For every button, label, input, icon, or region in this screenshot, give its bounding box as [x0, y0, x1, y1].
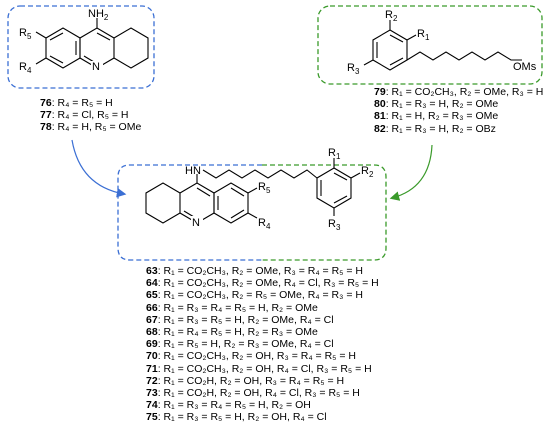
arrow-right-to-product	[389, 144, 433, 201]
product-r2-label: R2	[361, 165, 374, 179]
list-item: 68: R₁ = R₄ = R₅ = H, R₂ = R₃ = OMe	[146, 325, 318, 338]
list-item: 65: R₁ = CO₂CH₃, R₂ = R₅ = OMe, R₄ = R₃ …	[146, 289, 363, 302]
right-r1-label: R1	[417, 28, 430, 42]
list-item: 74: R₁ = R₃ = R₄ = R₅ = H, R₂ = OH	[146, 399, 311, 412]
product-r4-label: R4	[258, 217, 271, 231]
left-scaffold-box	[7, 5, 155, 89]
product-blue-outline	[117, 164, 262, 261]
list-item: 64: R₁ = CO₂CH₃, R₂ = OMe, R₄ = Cl, R₃ =…	[146, 277, 379, 290]
list-item: 77: R₄ = Cl, R₅ = H	[40, 109, 129, 122]
list-item: 70: R₁ = CO₂CH₃, R₂ = OH, R₃ = R₄ = R₅ =…	[146, 350, 356, 363]
product-structure	[145, 158, 361, 224]
product-r3-label: R3	[328, 218, 341, 232]
product-green-outline	[262, 164, 387, 261]
left-compound-list: 76: R₄ = R₅ = H 77: R₄ = Cl, R₅ = H 78: …	[40, 97, 141, 134]
right-compound-list: 79: R₁ = CO₂CH₃, R₂ = OMe, R₃ = H 80: R₁…	[374, 86, 543, 135]
left-r4-label: R4	[19, 61, 32, 75]
right-r3-label: R3	[347, 62, 360, 76]
product-compound-list: 63: R₁ = CO₂CH₃, R₂ = OMe, R₃ = R₄ = R₅ …	[146, 265, 379, 423]
list-item: 81: R₁ = H, R₂ = R₃ = OMe	[374, 110, 499, 123]
left-nh2-label: NH2	[88, 8, 109, 22]
list-item: 67: R₁ = R₃ = R₅ = H, R₂ = OMe, R₄ = Cl	[146, 313, 334, 326]
list-item: 75: R₁ = R₃ = R₅ = H, R₂ = OH, R₄ = Cl	[146, 411, 327, 424]
list-item: 80: R₁ = R₃ = H, R₂ = OMe	[374, 98, 499, 111]
right-scaffold-box	[317, 5, 543, 85]
right-scaffold-structure	[363, 20, 522, 71]
arrow-left-to-product	[71, 139, 127, 198]
product-r1-label: R1	[328, 147, 341, 161]
list-item: 71: R₁ = CO₂CH₃, R₂ = OH, R₄ = Cl, R₃ = …	[146, 362, 372, 375]
left-r5-label: R5	[19, 27, 32, 41]
product-hn-label: HN	[185, 165, 201, 177]
list-item: 63: R₁ = CO₂CH₃, R₂ = OMe, R₃ = R₄ = R₅ …	[146, 265, 363, 277]
list-item: 66: R₁ = R₃ = R₄ = R₅ = H, R₂ = OMe	[146, 301, 318, 314]
product-r5-label: R5	[258, 181, 271, 195]
product-ring-nitrogen: N	[192, 217, 200, 229]
list-item: 69: R₁ = R₅ = H, R₂ = R₃ = OMe, R₄ = Cl	[146, 338, 334, 351]
left-ring-nitrogen: N	[92, 61, 100, 73]
list-item: 72: R₁ = CO₂H, R₂ = OH, R₃ = R₄ = R₅ = H	[146, 374, 345, 387]
left-scaffold-structure	[35, 18, 149, 69]
right-r2-label: R2	[385, 9, 398, 23]
right-oms-label: OMs	[513, 61, 537, 73]
list-item: 76: R₄ = R₅ = H	[40, 97, 113, 109]
list-item: 73: R₁ = CO₂H, R₂ = OH, R₄ = Cl, R₃ = R₅…	[146, 386, 360, 399]
list-item: 78: R₄ = H, R₅ = OMe	[40, 121, 142, 134]
list-item: 79: R₁ = CO₂CH₃, R₂ = OMe, R₃ = H	[374, 86, 544, 98]
list-item: 82: R₁ = R₃ = H, R₂ = OBz	[374, 122, 496, 135]
